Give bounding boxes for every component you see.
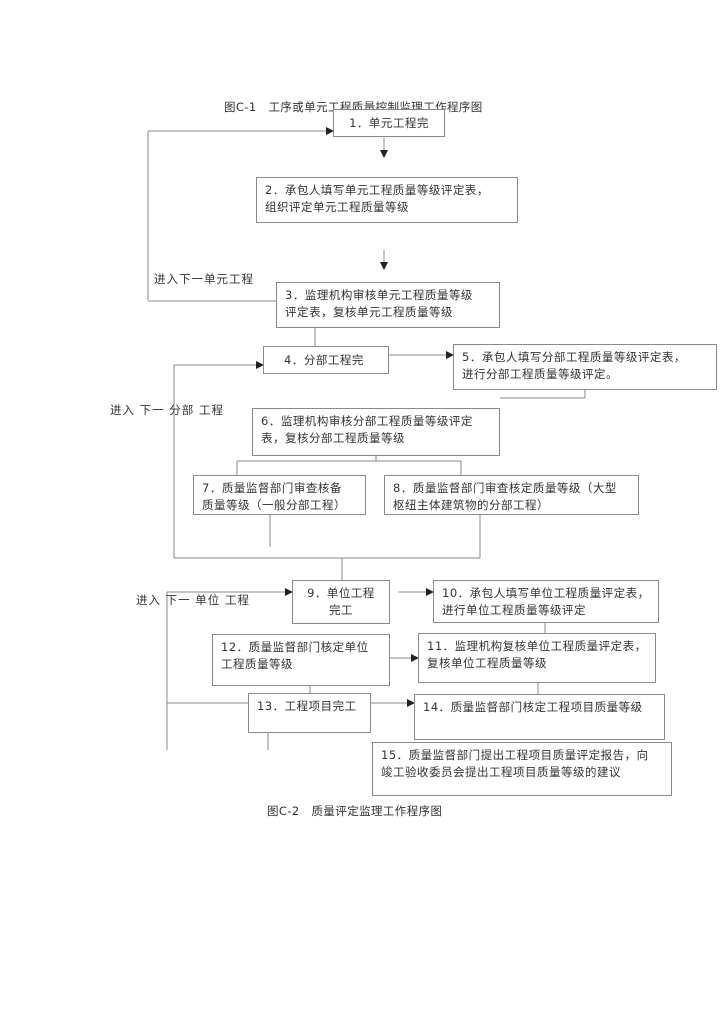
box-1-unit-complete: 1．单元工程完 [333,109,445,137]
box-12-quality-supervision-unit-project: 12．质量监督部门核定单位 工程质量等级 [212,634,390,686]
box-8-quality-supervision-verification: 8．质量监督部门审查核定质量等级（大型 枢纽主体建筑物的分部工程） [384,475,639,515]
label-next-part: 进入 下一 分部 工程 [110,403,224,417]
box-9-unit-project-complete: 9．单位工程 完工 [292,580,390,624]
box-4-part-complete: 4．分部工程完 [263,346,389,374]
box-13-project-complete: 13．工程项目完工 [248,693,371,733]
box-15-quality-evaluation-report: 15．质量监督部门提出工程项目质量评定报告，向 竣工验收委员会提出工程项目质量等… [372,742,672,796]
box-11-supervisor-unit-project-review: 11．监理机构复核单位工程质量评定表， 复核单位工程质量等级 [418,633,656,683]
box-7-quality-supervision-filing: 7．质量监督部门审查核备 质量等级（一般分部工程） [193,475,366,515]
box-3-supervisor-unit-review: 3．监理机构审核单元工程质量等级 评定表，复核单元工程质量等级 [276,282,500,328]
label-next-unit: 进入下一单元工程 [154,272,254,286]
box-10-contractor-unit-project-evaluation: 10．承包人填写单位工程质量评定表， 进行单位工程质量等级评定 [433,580,659,623]
label-next-unit-project: 进入 下一 单位 工程 [136,593,250,607]
box-14-quality-supervision-project: 14．质量监督部门核定工程项目质量等级 [414,694,665,740]
box-5-contractor-part-evaluation: 5．承包人填写分部工程质量等级评定表， 进行分部工程质量等级评定。 [453,344,717,390]
box-2-contractor-unit-evaluation: 2．承包人填写单元工程质量等级评定表， 组织评定单元工程质量等级 [256,177,518,223]
box-6-supervisor-part-review: 6．监理机构审核分部工程质量等级评定 表，复核分部工程质量等级 [252,408,500,456]
caption-figure-c2: 图C-2 质量评定监理工作程序图 [267,804,443,818]
